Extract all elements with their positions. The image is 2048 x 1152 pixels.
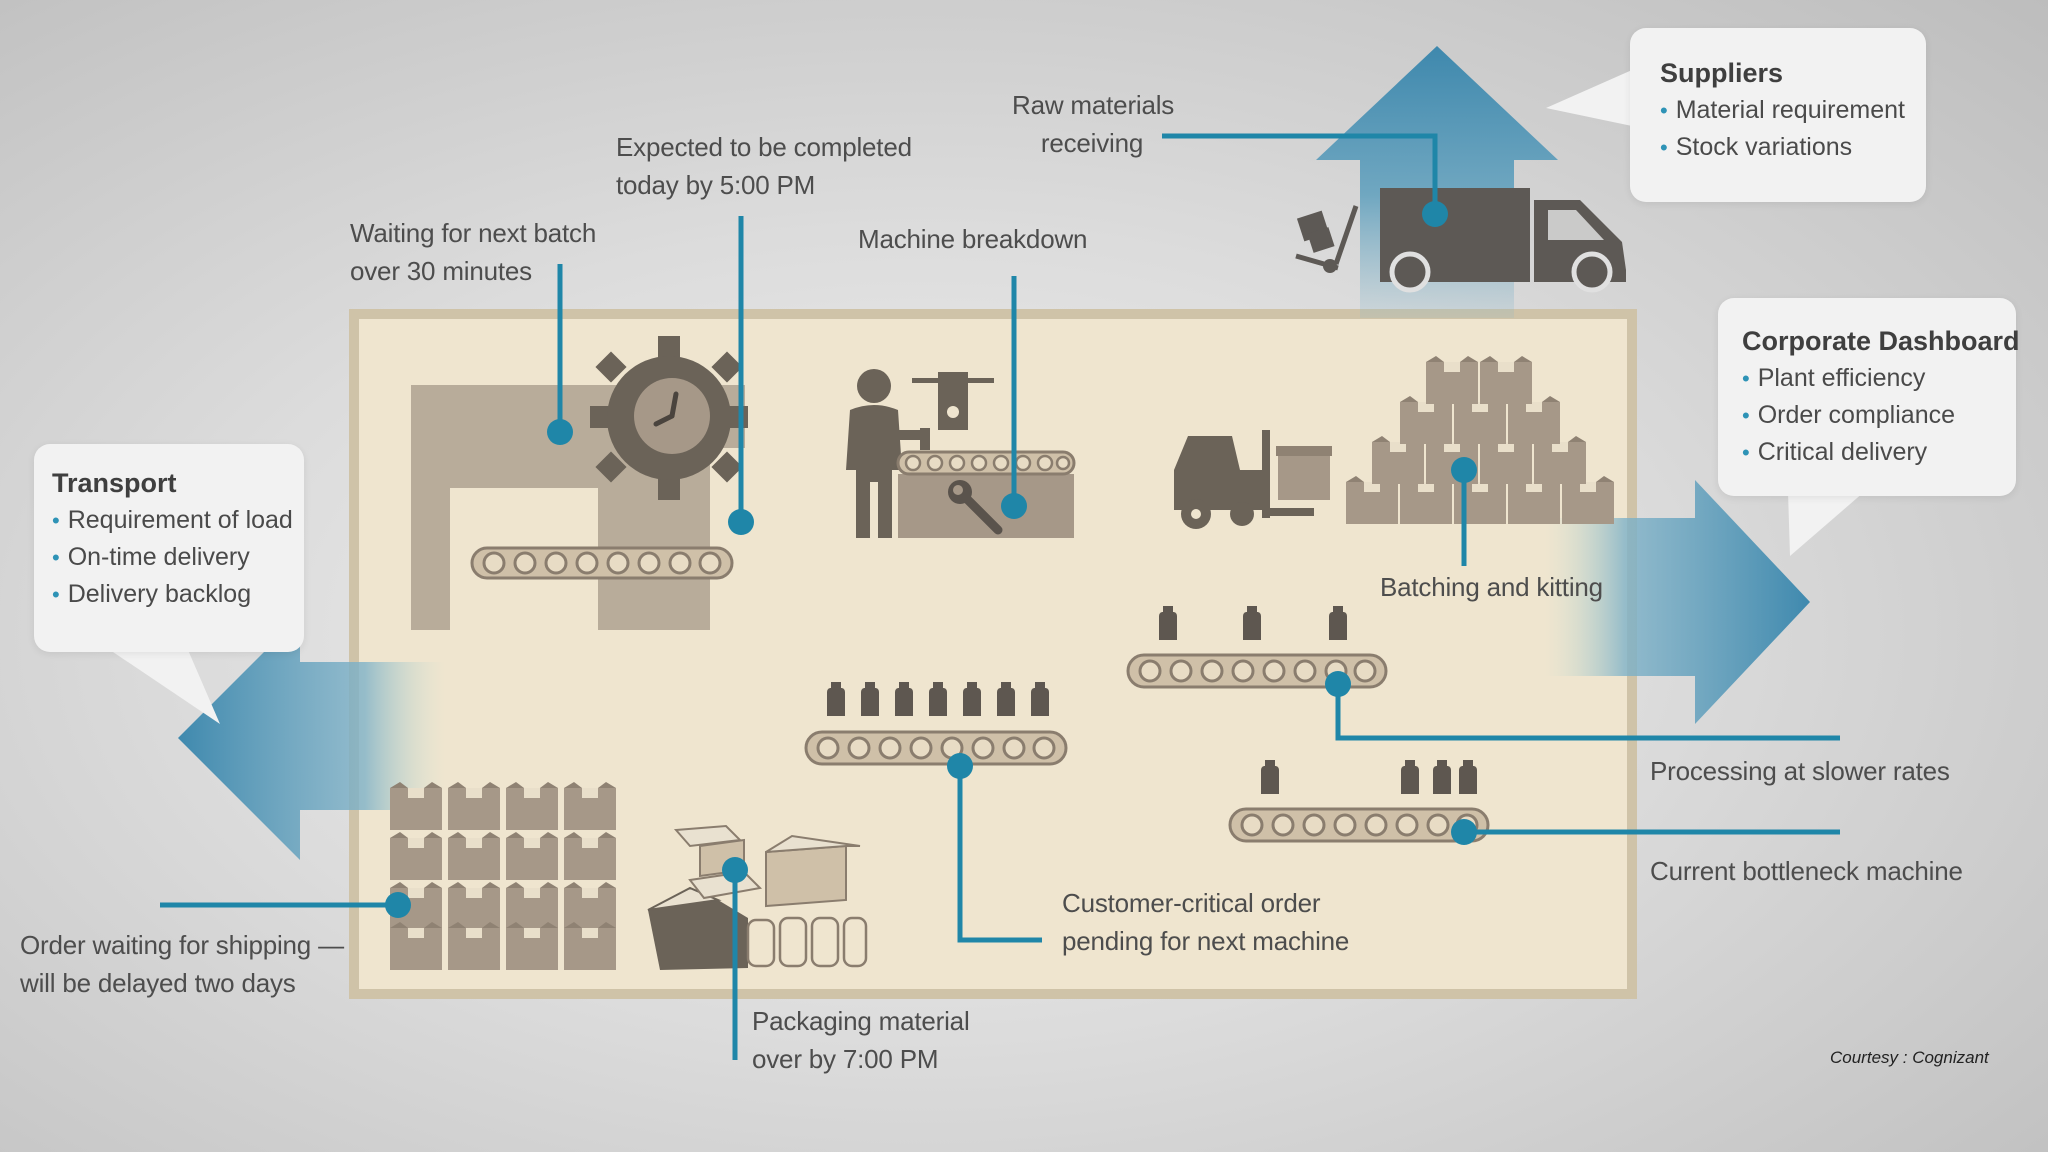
corporate-dashboard-list: •Plant efficiency •Order compliance •Cri… [1742,360,2016,471]
suppliers-list: •Material requirement •Stock variations [1660,92,1926,166]
conveyor-belt-slow [1126,606,1388,689]
list-item: •Material requirement [1660,96,1905,124]
forklift-icon [1174,430,1332,529]
corporate-callout-tail [1788,492,1864,556]
list-item: •Stock variations [1660,133,1853,161]
breakdown-machine [896,372,1076,538]
list-item: •Plant efficiency [1742,364,1926,392]
raw-materials-label: Raw materials receiving [1012,90,1175,158]
leader-lines [160,133,1840,1060]
cardboard-box-icon [647,824,868,970]
suppliers-title: Suppliers [1660,58,1784,88]
machine-breakdown-label: Machine breakdown [858,224,1088,254]
packaging-material-label: Packaging material over by 7:00 PM [752,1006,970,1074]
transport-callout: Transport •Requirement of load •On-time … [34,444,304,652]
bottleneck-machine-label: Current bottleneck machine [1650,856,1963,886]
suppliers-callout-tail [1546,70,1632,126]
transport-title: Transport [52,468,177,498]
conveyor-belt-bottleneck [1228,760,1490,843]
batching-kitting-label: Batching and kitting [1380,572,1603,602]
corporate-dashboard-title: Corporate Dashboard [1742,326,2020,356]
order-waiting-label: Order waiting for shipping — will be del… [20,930,344,998]
suppliers-callout: Suppliers •Material requirement •Stock v… [1630,28,1926,202]
customer-critical-label: Customer-critical order pending for next… [1062,888,1350,956]
corporate-dashboard-callout: Corporate Dashboard •Plant efficiency •O… [1718,298,2020,496]
waiting-batch-label: Waiting for next batch over 30 minutes [350,218,597,286]
list-item: •Delivery backlog [52,580,252,608]
gear-clock-icon [590,336,748,500]
conveyor-belt-critical [804,682,1068,766]
worker-icon [846,369,925,538]
hand-truck-icon [1295,205,1359,273]
courtesy-credit: Courtesy : Cognizant [1830,1048,1989,1067]
list-item: •On-time delivery [52,543,250,571]
transport-list: •Requirement of load •On-time delivery •… [52,502,304,613]
transport-callout-tail [110,650,220,724]
list-item: •Critical delivery [1742,438,1928,466]
right-flow-arrow [1545,480,1810,724]
processing-slower-label: Processing at slower rates [1650,756,1950,786]
delivery-truck-icon [1380,188,1626,293]
wrench-icon [948,480,1003,535]
list-item: •Order compliance [1742,401,1956,429]
list-item: •Requirement of load [52,506,293,534]
marker-dots [385,201,1477,918]
expected-completion-label: Expected to be completed today by 5:00 P… [616,132,912,200]
left-flow-arrow [178,616,445,860]
conveyor-belt-1 [470,546,734,580]
